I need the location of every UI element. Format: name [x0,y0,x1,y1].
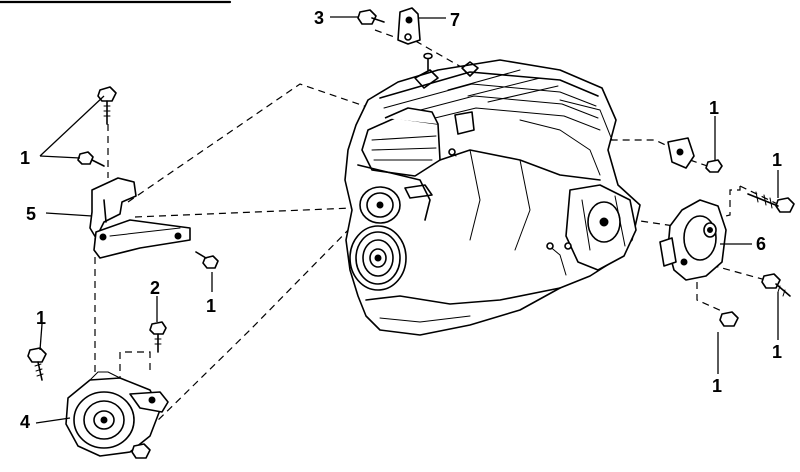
callout-labels: 1 5 1 2 1 4 3 7 1 1 6 1 1 [20,8,782,432]
callout-5: 5 [26,204,36,224]
callout-1-far-right-top: 1 [772,150,782,170]
engine-assembly [344,52,641,336]
idler-pulley [359,186,401,224]
engine-mount-4 [65,371,169,457]
bolt-1-mid-left [195,251,219,269]
bracket-5 [89,177,191,259]
callout-6: 6 [756,234,766,254]
bolt-1-upper-left [97,86,117,125]
nut-bottom-left [131,443,151,459]
callout-1-right-bottom: 1 [712,376,722,396]
crankshaft-pulley [349,225,407,291]
callout-1-top-left: 1 [20,148,30,168]
callout-1-right-top: 1 [709,98,719,118]
callout-1-mid-left: 1 [206,296,216,316]
callout-1-far-right-bottom: 1 [772,342,782,362]
bolt-1-right-top [705,159,723,173]
callout-3: 3 [314,8,324,28]
bolt-1-lower-left [27,347,47,381]
bolt-1-far-right-top [747,191,795,213]
bolt-1-right-bottom [719,311,739,327]
small-bracket-right [667,137,695,169]
callout-7: 7 [450,10,460,30]
bracket-7 [397,7,421,45]
callout-4: 4 [20,412,30,432]
leader-lines [35,16,779,424]
callout-1-bottom-left: 1 [36,308,46,328]
bolt-1-far-right-bottom [761,273,791,297]
bolt-2 [149,321,167,353]
bolt-3 [357,9,385,25]
bolt-1-mid-upper-left [77,151,105,167]
engine-mount-6 [659,199,727,281]
callout-2: 2 [150,278,160,298]
